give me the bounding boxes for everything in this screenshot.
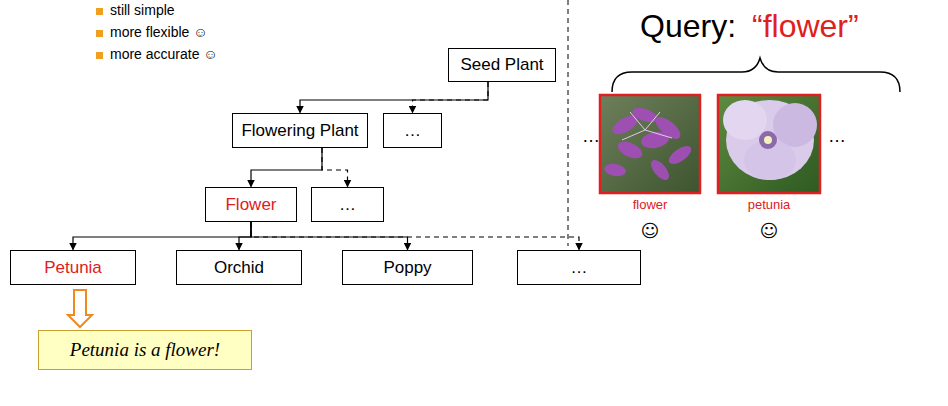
smiley: ☺ bbox=[760, 220, 779, 241]
callout-box: Petunia is a flower! bbox=[38, 330, 252, 370]
bullet-text: still simple bbox=[110, 2, 175, 18]
tree-connector bbox=[239, 222, 251, 250]
tree-connector bbox=[251, 148, 322, 187]
image-caption: petunia bbox=[748, 197, 791, 212]
category-box: Flower bbox=[205, 187, 297, 222]
ellipsis: … bbox=[582, 126, 600, 147]
node-text: Poppy bbox=[383, 258, 431, 278]
ellipsis-box: … bbox=[517, 250, 641, 285]
node-text: Seed Plant bbox=[460, 55, 543, 75]
bullet-text: more accurate ☺ bbox=[110, 46, 218, 62]
bullet-square bbox=[96, 8, 103, 15]
tree-connector bbox=[413, 82, 489, 113]
tree-connector bbox=[73, 222, 251, 250]
petunia-photo bbox=[718, 95, 820, 193]
tree-connector bbox=[251, 222, 408, 250]
tree-connector bbox=[300, 82, 488, 113]
curly-brace bbox=[612, 58, 900, 92]
node-text: Petunia bbox=[44, 258, 102, 278]
category-box: Seed Plant bbox=[448, 48, 556, 82]
node-text: Petunia is a flower! bbox=[70, 339, 220, 361]
bullet-square bbox=[96, 30, 103, 37]
node-text: … bbox=[571, 258, 588, 278]
ellipsis: … bbox=[828, 126, 846, 147]
category-box: Flowering Plant bbox=[232, 113, 368, 148]
node-text: … bbox=[404, 121, 421, 141]
node-text: Orchid bbox=[214, 258, 264, 278]
leaf-box: Petunia bbox=[10, 250, 136, 285]
flower-photo bbox=[600, 95, 700, 193]
divider-line bbox=[568, 0, 569, 246]
node-text: Flowering Plant bbox=[241, 121, 358, 141]
leaf-box: Poppy bbox=[342, 250, 473, 285]
node-text: Flower bbox=[225, 195, 276, 215]
image-caption: flower bbox=[633, 197, 668, 212]
ellipsis-box: … bbox=[311, 187, 384, 222]
bullet-square bbox=[96, 52, 103, 59]
query-term: “flower” bbox=[752, 8, 859, 45]
tree-connector bbox=[322, 148, 348, 187]
block-arrow bbox=[68, 290, 92, 327]
bullet-text: more flexible ☺ bbox=[110, 24, 208, 40]
query-label: Query: bbox=[640, 8, 736, 45]
leaf-box: Orchid bbox=[176, 250, 302, 285]
node-text: … bbox=[339, 195, 356, 215]
ellipsis-box: … bbox=[383, 113, 442, 148]
smiley: ☺ bbox=[641, 220, 660, 241]
tree-connector bbox=[251, 222, 579, 250]
